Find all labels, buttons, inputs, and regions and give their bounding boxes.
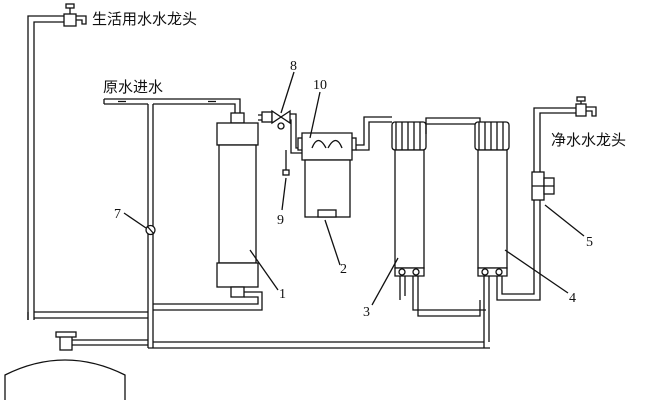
filter-3	[391, 117, 486, 317]
part-number-8: 8	[290, 59, 297, 74]
part-number-1: 1	[279, 287, 286, 302]
part-number-3: 3	[363, 305, 370, 320]
part-number-5: 5	[586, 235, 593, 250]
filter-4	[474, 107, 578, 348]
domestic-water-pipe	[27, 15, 148, 320]
part-number-7: 7	[114, 207, 121, 222]
part-number-4: 4	[569, 291, 576, 306]
pump-2	[297, 116, 392, 218]
raw-water-inlet-label: 原水进水	[103, 78, 163, 96]
purified-faucet-label: 净水水龙头	[551, 131, 626, 149]
valve-7-icon	[145, 224, 156, 236]
storage-tank	[4, 331, 148, 400]
component-5	[531, 171, 555, 201]
drain-9	[282, 150, 290, 176]
domestic-faucet-icon	[63, 3, 87, 27]
part-number-10: 10	[313, 78, 327, 93]
domestic-faucet-label: 生活用水水龙头	[92, 10, 197, 28]
part-number-2: 2	[340, 262, 347, 277]
part-number-9: 9	[277, 213, 284, 228]
purified-faucet-icon	[575, 96, 597, 117]
leader-lines	[123, 71, 585, 306]
filter-1	[153, 112, 263, 311]
